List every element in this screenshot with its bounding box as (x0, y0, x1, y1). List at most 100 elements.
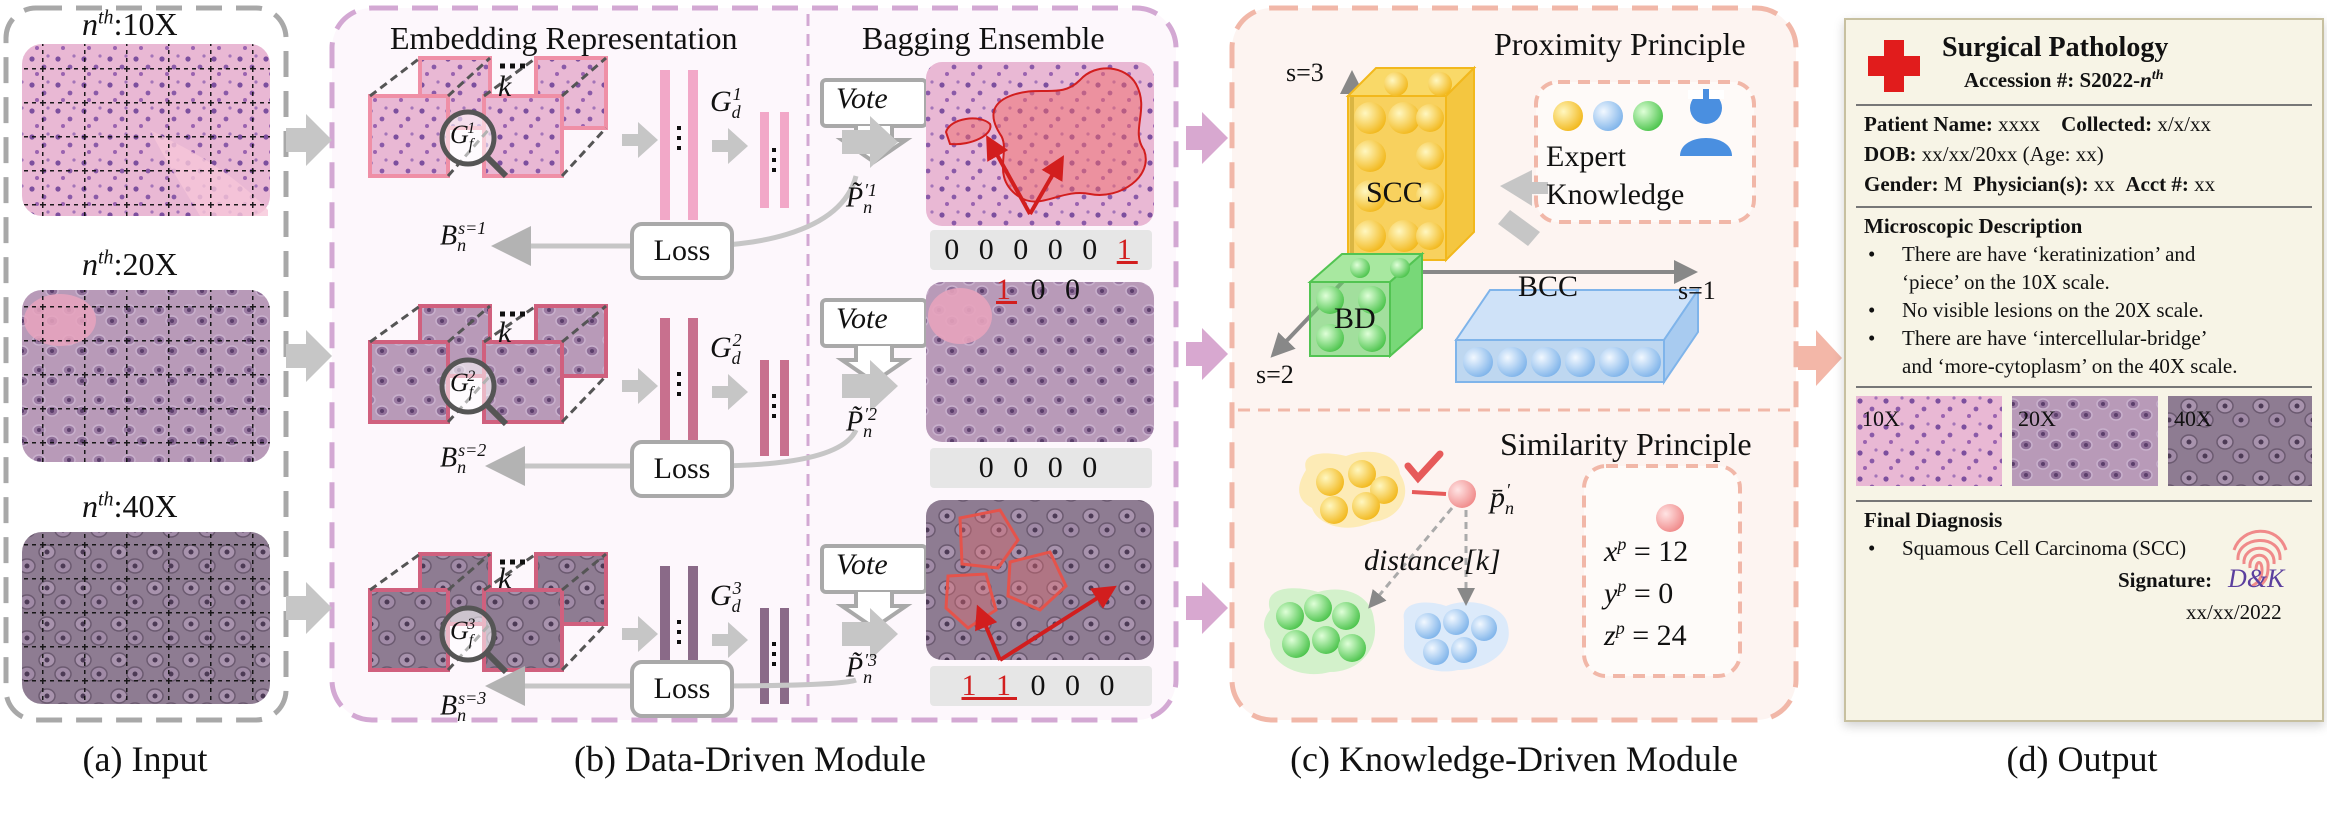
bagging-arrows (842, 116, 898, 660)
k-label-3: k (498, 562, 512, 595)
pn-label-3: P̃n′3 (846, 650, 878, 687)
mag-label-10x: nth:10X (82, 6, 178, 42)
bullet-3b: and ‘more-cytoplasm’ on the 40X scale. (1902, 354, 2238, 378)
axis-s3: s=3 (1286, 58, 1324, 87)
coords-box (1582, 464, 1742, 678)
pbar-label: p̄n′ (1490, 480, 1514, 518)
bd-block (1307, 251, 1425, 359)
blue-cluster (1403, 602, 1509, 672)
vote-label-1: Vote (836, 82, 888, 115)
caption-data-driven: (b) Data-Driven Module (574, 739, 926, 779)
thumb-40x: 40X (2174, 406, 2212, 431)
loss-box-1: Loss (630, 222, 734, 280)
input-tile-10x (22, 44, 270, 216)
bullet-1b: ‘piece’ on the 10X scale. (1902, 270, 2110, 294)
signature-label: Signature: (2118, 568, 2213, 592)
caption-knowledge: (c) Knowledge-Driven Module (1290, 739, 1738, 779)
loss-box-3: Loss (630, 660, 734, 718)
mag-label-40x: nth:40X (82, 488, 178, 524)
input-arrows (286, 114, 332, 634)
ensemble-image-2 (926, 282, 1154, 442)
report-title: Surgical Pathology (1942, 32, 2169, 63)
thumb-20x: 20X (2018, 406, 2056, 431)
gd-label-3: Gd3 (710, 578, 742, 616)
report-date: xx/xx/2022 (2186, 600, 2282, 624)
report-thumbnails (1856, 396, 2312, 486)
gf-label-2: Gf2 (450, 368, 476, 402)
axis-s2: s=2 (1256, 360, 1294, 389)
bd-label: BD (1334, 302, 1376, 335)
gf-label-1: Gf1 (450, 120, 476, 154)
report-dob: DOB: xx/xx/20xx (Age: xx) (1864, 142, 2104, 166)
micro-title: Microscopic Description (1864, 214, 2083, 238)
gf-label-3: Gf3 (450, 616, 476, 650)
caption-output: (d) Output (2006, 739, 2158, 779)
feature-bars-2 (660, 318, 789, 468)
feature-bars-1 (660, 70, 789, 220)
report-patient: Patient Name: xxxx Collected: x/x/xx (1864, 112, 2212, 136)
bn-label-3: Bns=3 (440, 688, 487, 725)
bn-label-2: Bns=2 (440, 440, 487, 477)
axis-s1: s=1 (1678, 276, 1716, 305)
expert-line1: Expert (1546, 140, 1626, 173)
yellow-cluster (1299, 451, 1406, 528)
caption-input: (a) Input (82, 739, 208, 779)
bcc-label: BCC (1518, 270, 1579, 303)
ensemble-image-3 (926, 500, 1154, 662)
red-cross-icon (1868, 40, 1920, 92)
final-title: Final Diagnosis (1864, 508, 2003, 532)
report-accession: Accession #: S2022-nth (1964, 68, 2164, 92)
gd-label-1: Gd1 (710, 84, 742, 122)
target-point (1448, 480, 1476, 508)
bullet-3a: There are have ‘intercellular-bridge’ (1902, 326, 2208, 350)
input-tile-40x (22, 532, 270, 704)
input-tile-20x (22, 290, 270, 462)
check-mark (1404, 450, 1444, 484)
pn-label-1: P̃n′1 (846, 180, 878, 217)
gd-label-2: Gd2 (710, 330, 742, 368)
link-green (1368, 507, 1454, 609)
bcc-block (1454, 286, 1700, 386)
proximity-title: Proximity Principle (1494, 26, 1746, 62)
module-arrows (1186, 112, 1228, 634)
expert-balls (1553, 101, 1663, 131)
link-yellow (1411, 490, 1447, 496)
thumb-10x: 10X (1862, 406, 1900, 431)
pathology-report: Surgical Pathology Accession #: S2022-nt… (1844, 18, 2324, 722)
patch-stack-3 (368, 552, 608, 675)
bits-row-3: 1 1 0 0 0 (930, 666, 1152, 706)
coord-x: xp = 12 (1604, 534, 1689, 568)
expert-line2: Knowledge (1546, 178, 1685, 211)
final-item: Squamous Cell Carcinoma (SCC) (1902, 536, 2187, 560)
green-cluster (1264, 588, 1376, 675)
report-gender: Gender: M Physician(s): xx Acct #: xx (1864, 172, 2216, 196)
expert-links (1498, 170, 1548, 246)
doctor-icon (1680, 89, 1732, 156)
coord-z: zp = 24 (1604, 618, 1687, 652)
distance-label: distance[k] (1364, 544, 1501, 577)
bagging-title: Bagging Ensemble (862, 20, 1105, 56)
coord-y: yp = 0 (1604, 576, 1674, 610)
similarity-title: Similarity Principle (1500, 426, 1752, 462)
signature: D&K (2228, 564, 2285, 593)
k-label-2: k (498, 316, 512, 349)
fingerprint-icon (2232, 529, 2288, 588)
vote-label-2: Vote (836, 302, 888, 335)
embedding-title: Embedding Representation (390, 20, 738, 56)
patch-stack-2 (368, 304, 608, 427)
bullet-1a: There are have ‘keratinization’ and (1902, 242, 2196, 266)
scc-block (1345, 65, 1477, 263)
mag-label-20x: nth:20X (82, 246, 178, 282)
bn-label-1: Bns=1 (440, 218, 487, 255)
patch-stack-1 (368, 56, 608, 179)
coords-ball (1656, 504, 1684, 532)
vote-label-3: Vote (836, 548, 888, 581)
embed-arrows (622, 122, 748, 658)
bits-row-1: 0 0 0 0 0 1 1 0 0 (930, 230, 1152, 306)
pn-label-2: P̃n′2 (846, 404, 878, 441)
bullet-2: No visible lesions on the 20X scale. (1902, 298, 2204, 322)
scc-label: SCC (1366, 176, 1423, 209)
feature-bars-3 (660, 566, 789, 716)
loss-box-2: Loss (630, 440, 734, 498)
